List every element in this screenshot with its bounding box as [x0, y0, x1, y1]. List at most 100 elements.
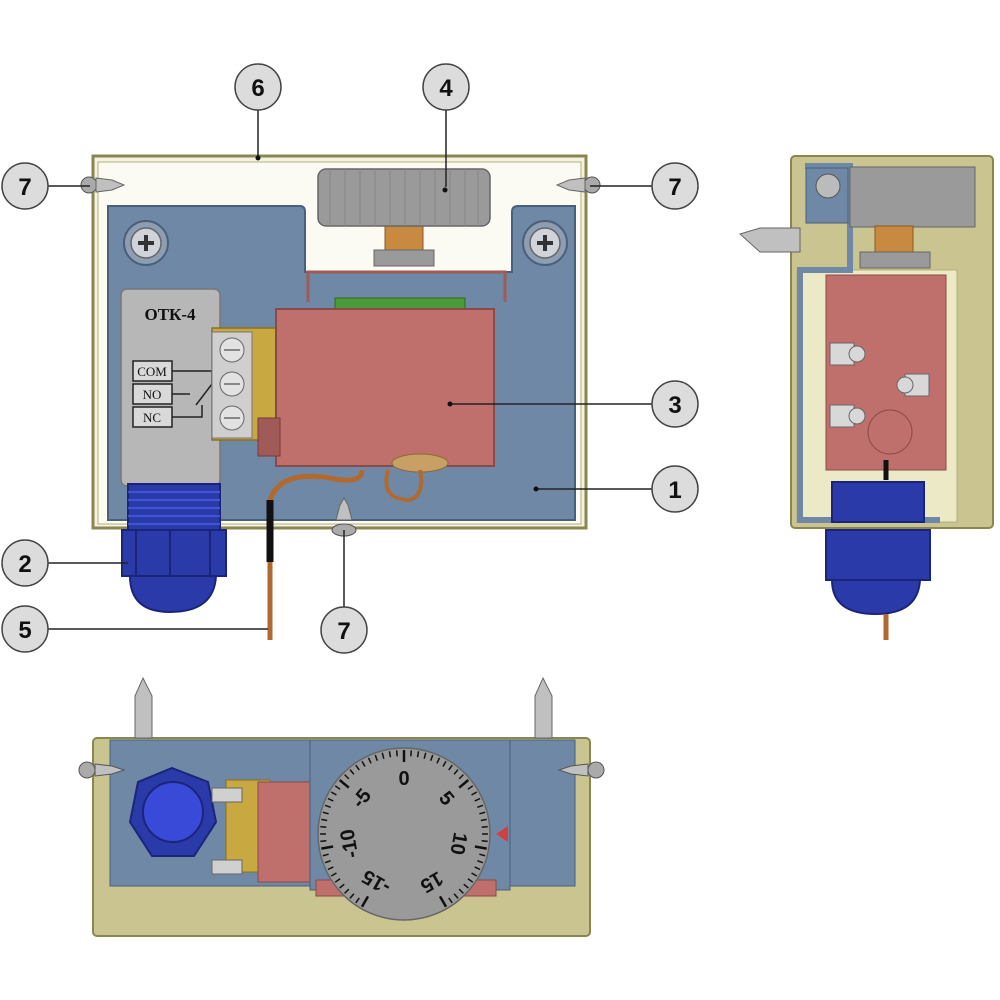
dial-tick [360, 895, 370, 908]
gland-top-icon [128, 766, 218, 857]
pin-icon [134, 676, 153, 739]
cable-gland [121, 483, 227, 614]
dial-tick [479, 853, 486, 857]
dial-tick [467, 785, 474, 790]
mounting-screw-icon [80, 176, 126, 194]
capillary-tube [267, 469, 365, 640]
dial-tick [327, 866, 334, 871]
dial-tick [374, 754, 379, 761]
dial-tick [477, 804, 484, 809]
dial-tick [474, 845, 487, 850]
side-bracket [797, 163, 940, 523]
terminal-nc: NC [143, 410, 161, 425]
dial-tick [471, 791, 478, 796]
dial-tick [327, 797, 334, 802]
relay-bracket [306, 270, 507, 302]
terminal-com: COM [137, 364, 167, 379]
callout-6: 6 [234, 63, 282, 111]
dial-tick [458, 888, 464, 894]
dial-tick [410, 750, 413, 757]
callout-4: 4 [422, 63, 470, 111]
svg-text:4: 4 [439, 75, 453, 102]
dial-tick [480, 818, 487, 822]
dial-tick [481, 840, 488, 843]
mounting-screw-icon [555, 176, 601, 194]
dial-pointer-icon [496, 826, 508, 842]
dial-tick [321, 818, 328, 822]
adjust-knob [317, 168, 491, 227]
dial-tick [481, 825, 488, 828]
dial-tick [355, 764, 360, 771]
svg-text:7: 7 [18, 174, 31, 201]
dial-tick [344, 774, 350, 780]
dial-tick [330, 872, 337, 877]
svg-text:5: 5 [18, 617, 31, 644]
plate-screw-icon [123, 220, 169, 266]
dial-tick [448, 764, 453, 771]
dial-tick [436, 757, 441, 764]
leader-dot-icon [255, 155, 539, 492]
dial-tick [458, 779, 470, 789]
plate-screw-icon [522, 220, 568, 266]
dial-label: -10 [336, 827, 363, 859]
dial-tick [324, 804, 331, 809]
callout-7-right: 7 [651, 162, 699, 210]
dial-tick [395, 750, 398, 757]
dial-tick [321, 845, 334, 850]
svg-text:6: 6 [251, 75, 264, 102]
relay-body [275, 308, 495, 467]
dial-tick [458, 774, 464, 780]
dial-tick [442, 760, 447, 767]
dial-tick [416, 751, 420, 758]
callout-3: 3 [651, 380, 699, 428]
dial-tick [320, 825, 327, 828]
callout-5: 5 [1, 605, 49, 653]
dial-tick [474, 797, 481, 802]
dial-tick [463, 883, 469, 889]
dial-tick [448, 897, 453, 904]
dial-tick [477, 859, 484, 864]
callout-2: 2 [1, 539, 49, 587]
svg-text:7: 7 [337, 618, 350, 645]
dial-tick [367, 757, 372, 764]
dial-tick [320, 840, 327, 843]
dial-tick [429, 754, 434, 761]
svg-text:1: 1 [668, 477, 681, 504]
dial-tick [334, 785, 341, 790]
dial-tick [322, 853, 329, 857]
dial-tick [474, 866, 481, 871]
dial-tick [471, 872, 478, 877]
dial-tick [453, 769, 459, 775]
dial-tick [339, 883, 345, 889]
dial-tick [338, 779, 350, 789]
dial-tick [361, 760, 366, 767]
dial-tick [453, 893, 459, 899]
side-view [739, 155, 994, 640]
terminal-table: COM NO NC [132, 360, 213, 428]
dial-label: 10 [445, 831, 471, 857]
dial-tick [355, 897, 360, 904]
dial-ticks [320, 750, 488, 908]
dial-tick [388, 751, 392, 758]
dial-tick [423, 752, 427, 759]
dial-tick [330, 791, 337, 796]
callout-1: 1 [651, 465, 699, 513]
leader-lines [46, 110, 652, 630]
dial-label: 0 [398, 768, 409, 790]
svg-text:2: 2 [18, 551, 31, 578]
dial-tick [344, 888, 350, 894]
dial-tick [381, 752, 385, 759]
terminal-no: NO [143, 387, 162, 402]
dial-tick [322, 811, 329, 815]
dial-tick [467, 878, 474, 883]
model-label: ОТК-4 [144, 305, 196, 324]
svg-text:3: 3 [668, 392, 681, 419]
dial-tick [334, 878, 341, 883]
cable-gland-side [825, 481, 931, 616]
front-view: ОТК-4 COM NO NC [80, 154, 601, 640]
dial-tick [349, 769, 355, 775]
dial-tick [349, 893, 355, 899]
